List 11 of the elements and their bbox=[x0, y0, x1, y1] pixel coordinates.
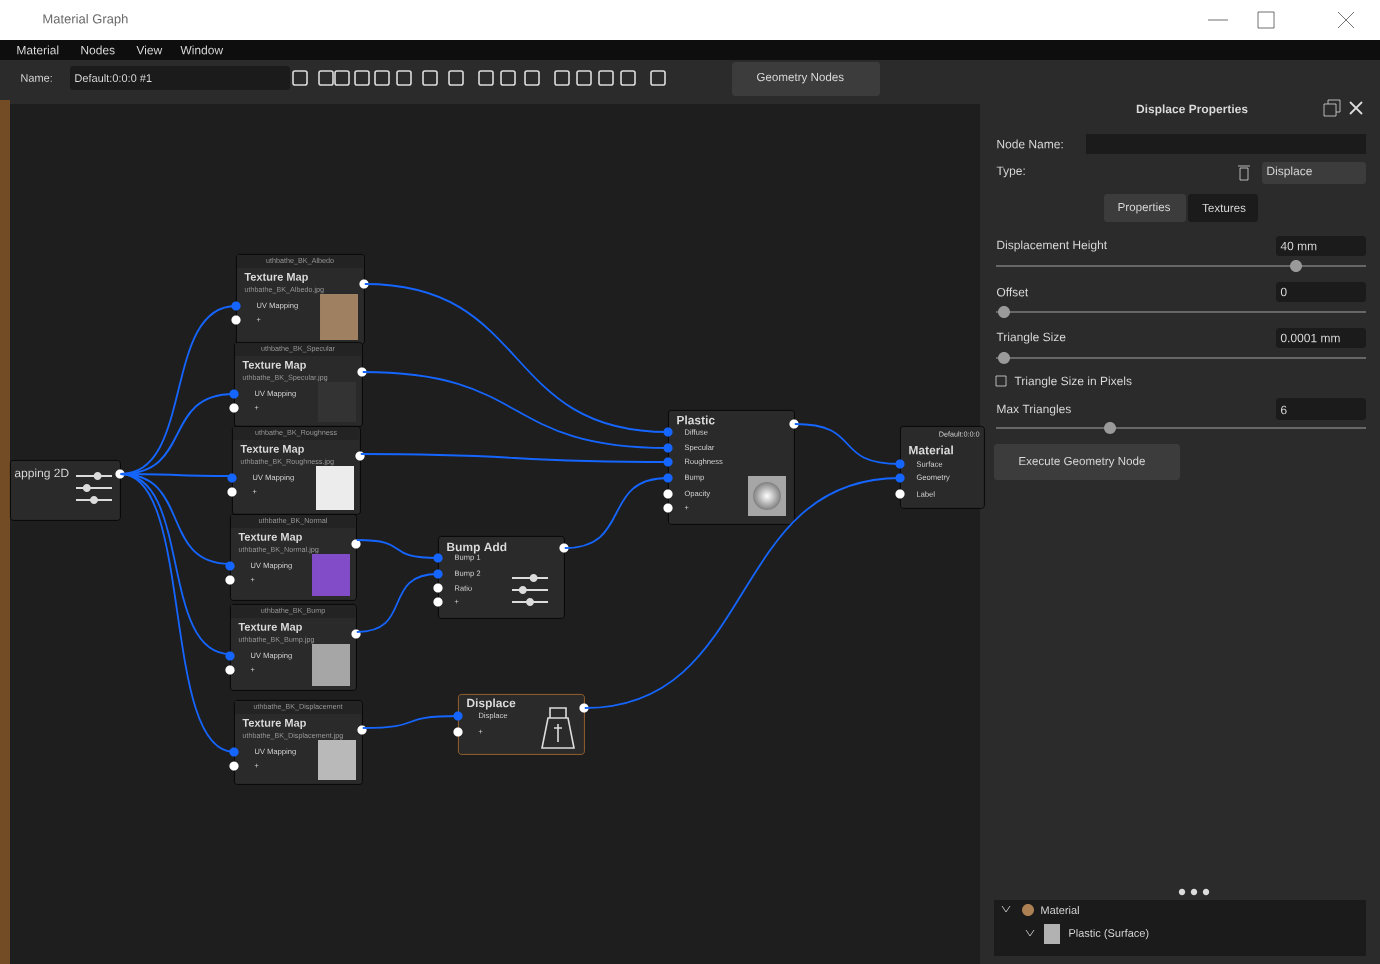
connector bbox=[793, 423, 901, 465]
connector bbox=[361, 715, 459, 729]
connector bbox=[355, 539, 439, 559]
connector bbox=[355, 573, 439, 633]
connector bbox=[583, 477, 901, 709]
connector bbox=[119, 473, 235, 753]
connector bbox=[363, 283, 669, 433]
connector bbox=[359, 453, 669, 463]
connector bbox=[361, 371, 669, 449]
connector bbox=[563, 477, 669, 549]
connector bbox=[119, 473, 231, 655]
